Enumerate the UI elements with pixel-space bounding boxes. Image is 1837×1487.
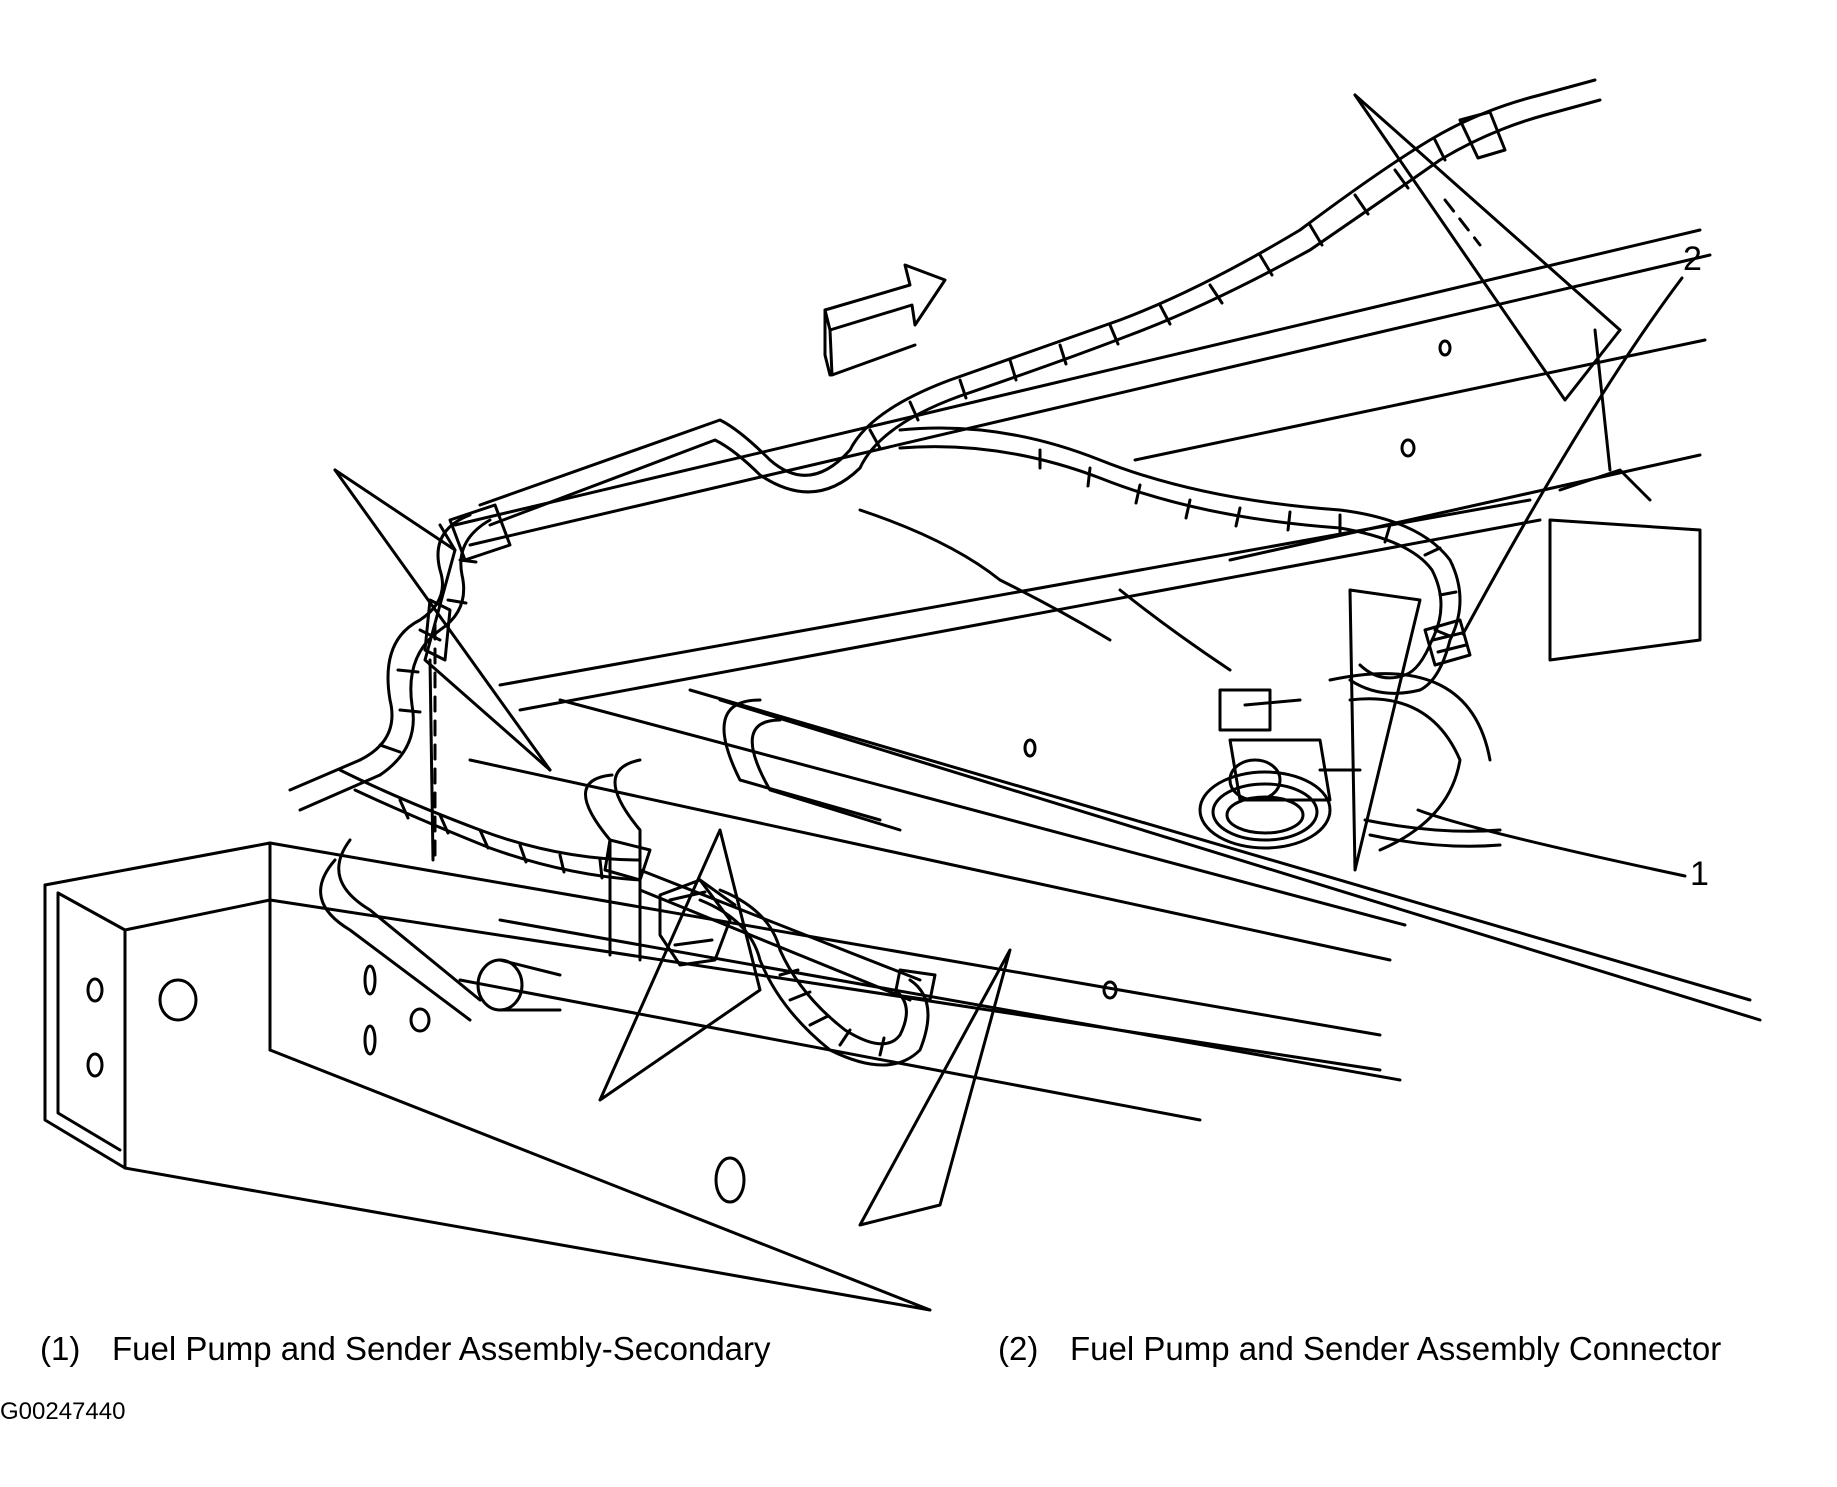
legend-item-1-number: (1) (40, 1330, 81, 1367)
legend-item-2-text: Fuel Pump and Sender Assembly Connector (1070, 1330, 1722, 1367)
legend-item-1: (1) Fuel Pump and Sender Assembly-Seconda… (40, 1330, 771, 1368)
front-direction-arrow (823, 263, 947, 377)
fuel-pump-sender-connector (1423, 618, 1472, 667)
figure-id: G00247440 (0, 1398, 126, 1425)
harness-clip (423, 110, 1507, 1002)
frame-rail (43, 339, 1452, 1312)
view-callout-triangles (333, 93, 1622, 1227)
leader-line-2 (1461, 276, 1684, 636)
leader-line-1 (1416, 808, 1687, 878)
harness-connector (658, 878, 737, 967)
legend-item-1-text: Fuel Pump and Sender Assembly-Secondary (112, 1330, 771, 1367)
legend-item-2: (2) Fuel Pump and Sender Assembly Connect… (998, 1330, 1721, 1368)
fuel-pump-sender-assembly (1198, 688, 1502, 850)
tank-strap (319, 672, 1492, 1022)
vent-tube (476, 958, 562, 1012)
legend-item-2-number: (2) (998, 1330, 1039, 1367)
callout-2: 2 (1683, 240, 1702, 278)
wiring-harness (288, 78, 1602, 1067)
callout-1: 1 (1690, 855, 1709, 893)
